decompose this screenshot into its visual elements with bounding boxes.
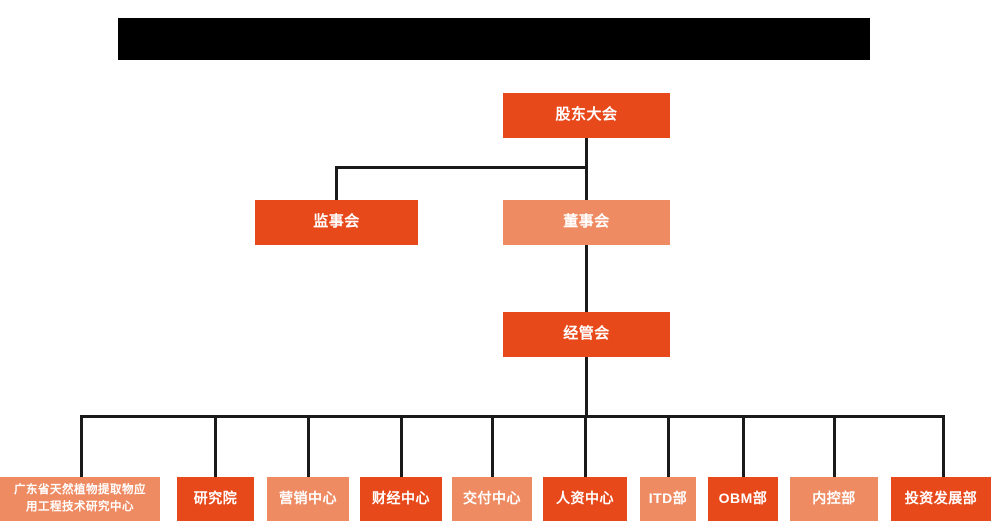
node-label: 营销中心	[279, 490, 337, 507]
node-shareholders-meeting[interactable]: 股东大会	[503, 93, 670, 138]
node-board-of-supervisors[interactable]: 监事会	[255, 200, 418, 245]
connector-management-down	[585, 357, 588, 417]
node-human-resources-center[interactable]: 人资中心	[543, 477, 627, 521]
connector-to-d8	[833, 415, 836, 477]
connector-level2-bar	[335, 166, 587, 169]
connector-to-d9	[942, 415, 945, 477]
connector-to-d3	[400, 415, 403, 477]
connector-to-d2	[307, 415, 310, 477]
node-obm-department[interactable]: OBM部	[708, 477, 778, 521]
node-label: 董事会	[563, 213, 610, 231]
node-delivery-center[interactable]: 交付中心	[452, 477, 532, 521]
connector-to-d6	[667, 415, 670, 477]
node-itd-department[interactable]: ITD部	[640, 477, 696, 521]
connector-departments-bar	[80, 415, 945, 418]
node-label: 内控部	[812, 490, 856, 507]
node-label: ITD部	[648, 490, 688, 507]
node-label: 经管会	[563, 325, 610, 343]
node-label: 股东大会	[555, 106, 618, 124]
node-investment-development-department[interactable]: 投资发展部	[891, 477, 991, 521]
node-label-line1: 广东省天然植物提取物应	[14, 484, 146, 497]
connector-to-supervisors	[335, 166, 338, 200]
node-finance-center[interactable]: 财经中心	[360, 477, 442, 521]
node-internal-control-department[interactable]: 内控部	[790, 477, 878, 521]
connector-to-directors	[585, 166, 588, 200]
connector-shareholders-down	[585, 138, 588, 168]
node-label: 人资中心	[556, 490, 614, 507]
node-label: 广东省天然植物提取物应 用工程技术研究中心	[14, 482, 146, 515]
node-board-of-directors[interactable]: 董事会	[503, 200, 670, 245]
node-label: 财经中心	[372, 490, 430, 507]
connector-to-d5	[584, 415, 587, 477]
node-label: OBM部	[718, 490, 768, 507]
connector-to-d1	[214, 415, 217, 477]
node-label: 研究院	[193, 490, 238, 507]
redacted-title-banner	[118, 18, 870, 60]
node-label: 交付中心	[463, 490, 521, 507]
connector-to-d4	[491, 415, 494, 477]
node-marketing-center[interactable]: 营销中心	[267, 477, 349, 521]
node-management-committee[interactable]: 经管会	[503, 312, 670, 357]
node-label: 投资发展部	[904, 490, 978, 507]
node-label-line2: 用工程技术研究中心	[26, 501, 134, 513]
node-label: 监事会	[313, 213, 360, 231]
node-guangdong-research-center[interactable]: 广东省天然植物提取物应 用工程技术研究中心	[0, 477, 160, 521]
connector-to-d0	[80, 415, 83, 477]
connector-directors-management	[585, 245, 588, 312]
node-research-institute[interactable]: 研究院	[177, 477, 254, 521]
connector-to-d7	[742, 415, 745, 477]
